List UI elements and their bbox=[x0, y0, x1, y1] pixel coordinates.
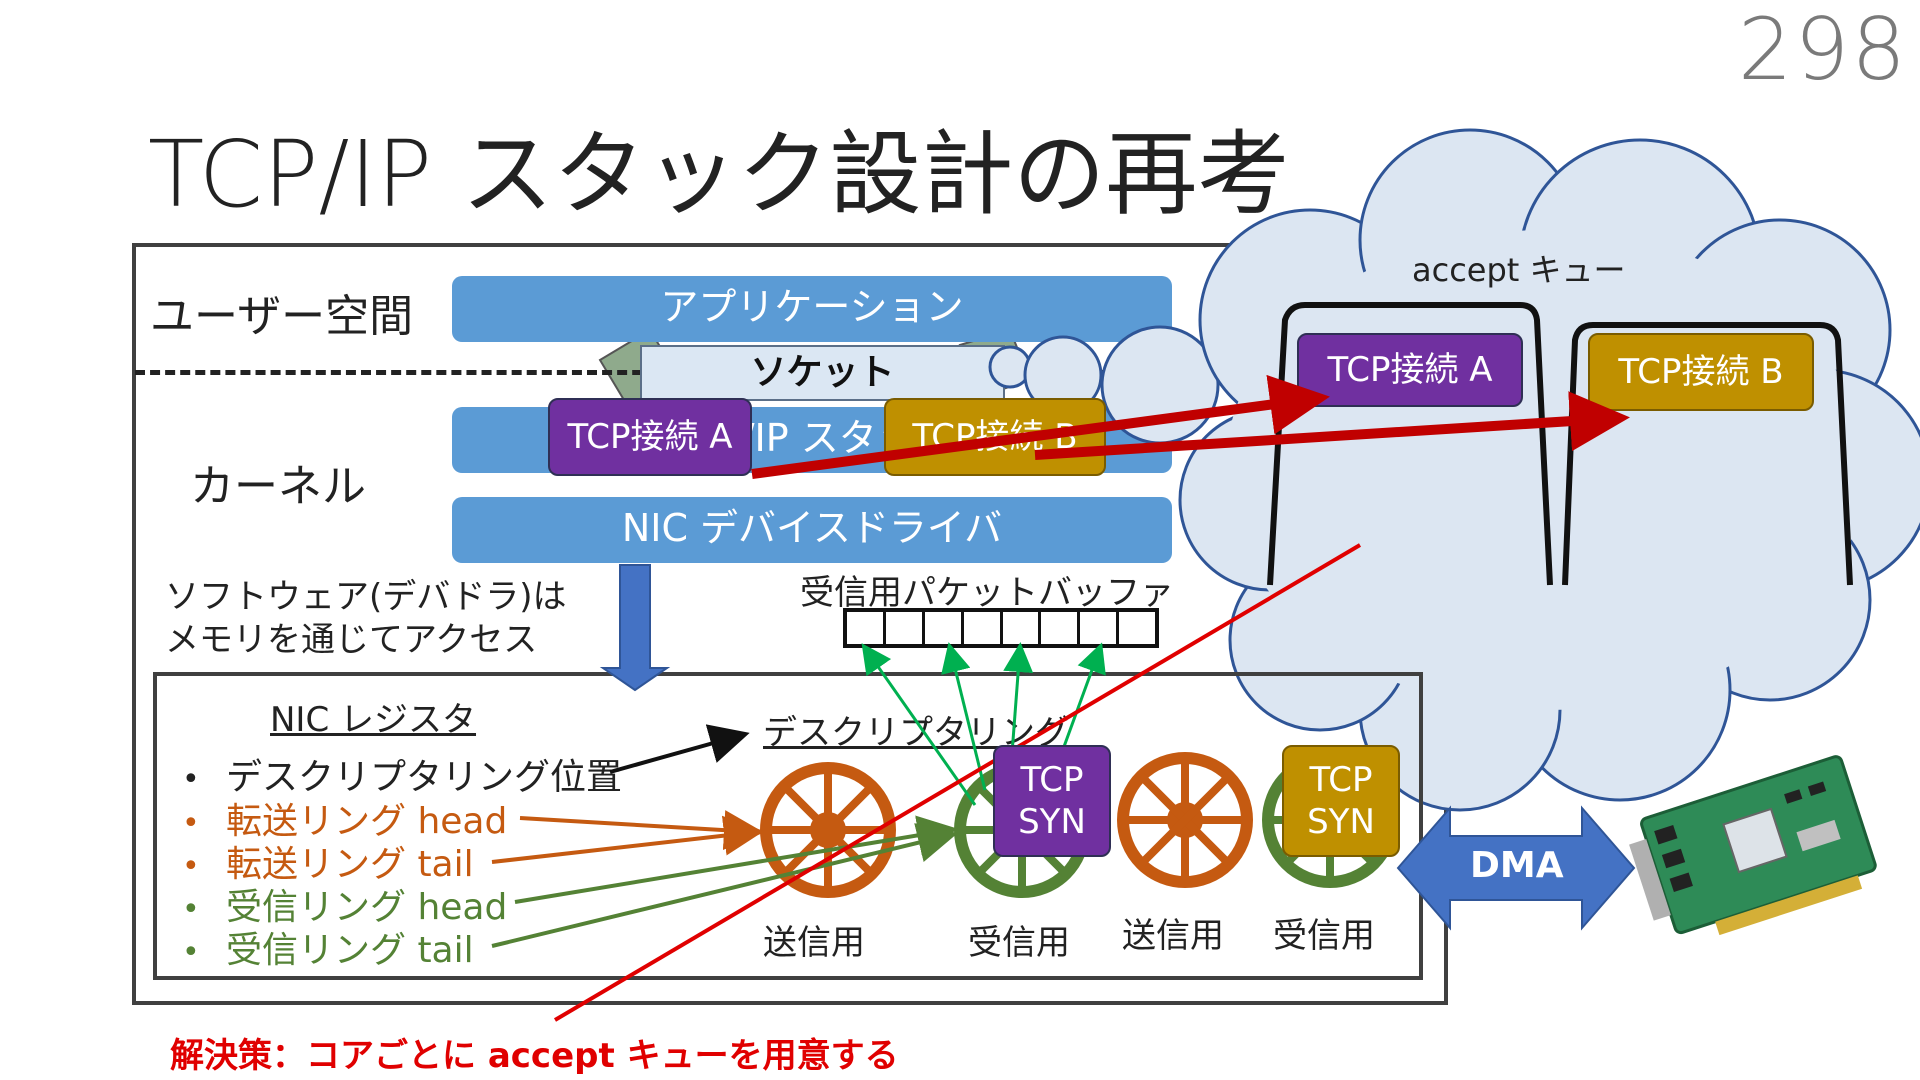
rx-packet-buffer-label: 受信用パケットバッファ bbox=[800, 573, 1174, 613]
page-number: 298 bbox=[1737, 0, 1908, 100]
dma-label: DMA bbox=[1470, 845, 1564, 886]
nic-driver-bar: NIC デバイスドライバ bbox=[452, 497, 1172, 563]
page-title: TCP/IP スタック設計の再考 bbox=[148, 121, 1290, 228]
driver-down-arrow bbox=[599, 564, 671, 692]
accept-queue-label: accept キュー bbox=[1412, 251, 1626, 289]
kernel-label: カーネル bbox=[190, 461, 366, 512]
register-item-tx-head: •転送リング head bbox=[182, 801, 508, 842]
tcp-connection-a-queue: TCP接続 A bbox=[1297, 333, 1523, 407]
socket-label: ソケット bbox=[640, 345, 1005, 401]
solution-text: 解決策：コアごとに accept キューを用意する bbox=[170, 1036, 899, 1076]
tcp-connection-a-kernel: TCP接続 A bbox=[548, 398, 752, 476]
software-note-line2: メモリを通じてアクセス bbox=[165, 620, 538, 660]
rx-packet-buffer bbox=[843, 608, 1159, 648]
ring-label-tx-2: 送信用 bbox=[1122, 916, 1224, 956]
syn-line1: TCP bbox=[1309, 760, 1373, 800]
dma-double-arrow-icon bbox=[1396, 805, 1636, 931]
ring-label-rx-2: 受信用 bbox=[1273, 916, 1375, 956]
nic-box bbox=[153, 672, 1423, 980]
register-item-descriptor-ring: •デスクリプタリング位置 bbox=[182, 757, 623, 798]
syn-line2: SYN bbox=[1307, 802, 1375, 842]
nic-board-icon bbox=[1629, 755, 1877, 936]
user-space-label: ユーザー空間 bbox=[150, 291, 414, 342]
ring-label-tx-1: 送信用 bbox=[763, 923, 865, 963]
register-item-rx-tail: •受信リング tail bbox=[182, 930, 474, 971]
application-bar: アプリケーション bbox=[452, 276, 1172, 342]
register-item-rx-head: •受信リング head bbox=[182, 887, 508, 928]
tcp-syn-purple: TCP SYN bbox=[993, 745, 1111, 857]
ring-label-rx-1: 受信用 bbox=[968, 923, 1070, 963]
software-note-line1: ソフトウェア(デバドラ)は bbox=[165, 577, 567, 617]
syn-line1: TCP bbox=[1020, 760, 1084, 800]
nic-register-heading: NIC レジスタ bbox=[270, 700, 477, 740]
syn-line2: SYN bbox=[1018, 802, 1086, 842]
register-item-tx-tail: •転送リング tail bbox=[182, 844, 474, 885]
tcp-syn-gold: TCP SYN bbox=[1282, 745, 1400, 857]
